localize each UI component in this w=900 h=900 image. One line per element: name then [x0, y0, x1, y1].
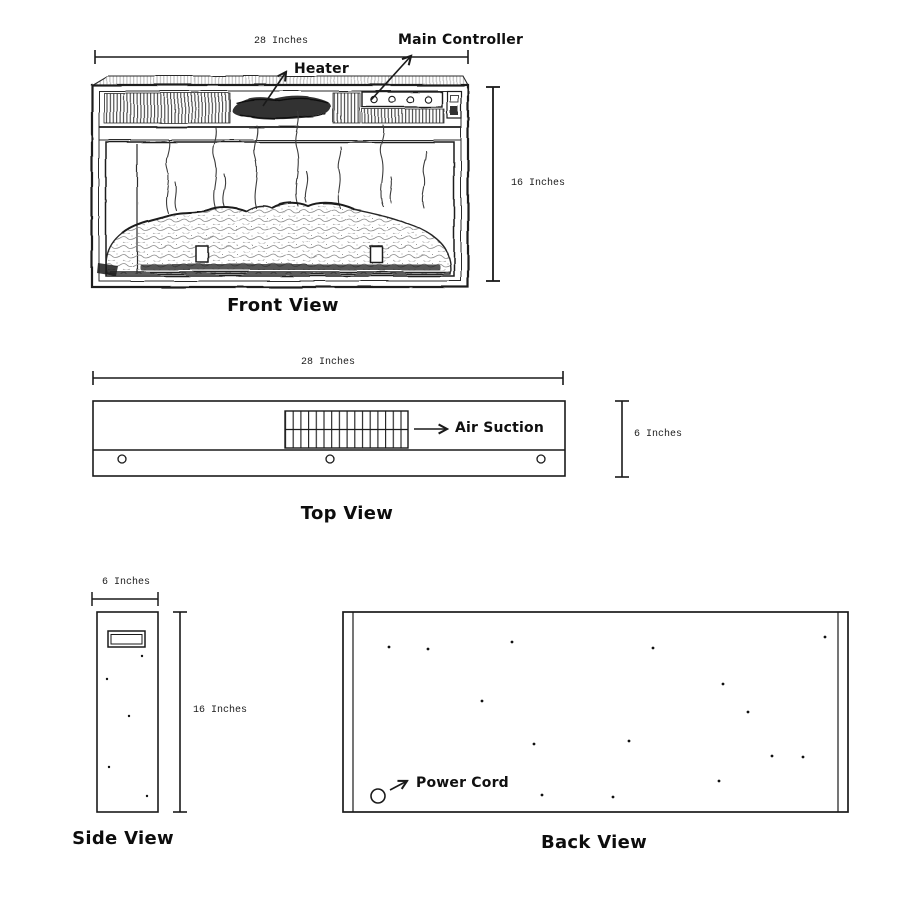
main-controller-label: Main Controller: [398, 32, 524, 48]
top-height-dimension-line: [615, 400, 629, 478]
side-vent-louver: [107, 630, 146, 648]
power-cord-hole: [370, 788, 386, 804]
top-screw-holes: [117, 454, 546, 464]
back-screw-dots: [387, 635, 827, 799]
log-bed: [97, 201, 452, 276]
main-controller-arrow: [370, 56, 411, 101]
heater-label: Heater: [294, 61, 349, 77]
front-width-dimension-line: [94, 50, 469, 64]
controller-button: [424, 95, 432, 104]
back-view-title: Back View: [540, 832, 648, 853]
front-view-title: Front View: [227, 295, 339, 316]
side-view-title: Side View: [72, 828, 174, 849]
front-height-dimension-line: [486, 86, 500, 282]
front-width-dimension-label: 28 Inches: [253, 36, 309, 47]
front-vent-mid: [332, 92, 361, 124]
side-view-outline: [96, 611, 159, 813]
side-height-dimension-label: 16 Inches: [193, 705, 248, 716]
main-controller-panel: [361, 91, 443, 108]
firebox: [97, 111, 455, 277]
side-screw-dots: [105, 654, 149, 798]
top-width-dimension-label: 28 Inches: [300, 357, 356, 368]
front-vent-left: [103, 92, 231, 124]
heater-element: [232, 96, 331, 120]
flames: [165, 111, 427, 214]
front-unit-sketch: [90, 75, 470, 289]
power-cord-arrow: [389, 781, 407, 791]
back-view-outline: [342, 611, 849, 813]
top-view-title: Top View: [300, 503, 394, 524]
front-vent-under-controller: [361, 108, 445, 124]
controller-button: [388, 95, 396, 104]
controller-button: [406, 95, 414, 104]
air-suction-label: Air Suction: [455, 420, 545, 436]
top-height-dimension-label: 6 Inches: [634, 429, 683, 440]
power-switch: [446, 90, 462, 119]
top-view-outline: [92, 400, 566, 477]
side-height-dimension-line: [173, 611, 187, 813]
power-cord-label: Power Cord: [416, 775, 509, 791]
side-width-dimension-label: 6 Inches: [101, 577, 151, 588]
front-height-dimension-label: 16 Inches: [511, 178, 566, 189]
heater-arrow: [262, 72, 286, 107]
top-width-dimension-line: [92, 371, 564, 385]
side-width-dimension-line: [91, 592, 159, 606]
air-suction-grid: [284, 410, 409, 449]
